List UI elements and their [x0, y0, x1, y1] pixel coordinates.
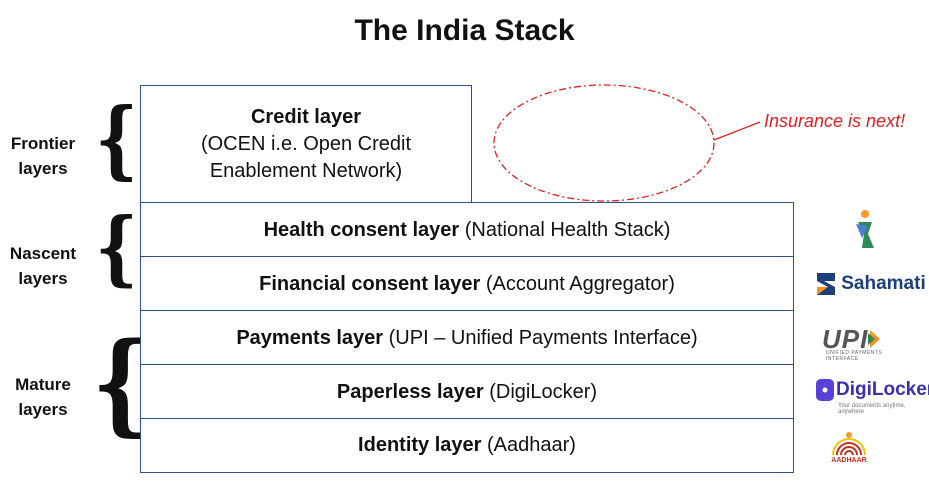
credit-layer-box: Credit layer (OCEN i.e. Open Credit Enab…	[140, 85, 472, 203]
nascent-group-label: Nascent layers	[0, 241, 88, 291]
aadhaar-logo-text: AADHAAR	[831, 456, 867, 464]
nascent-label-line1: Nascent	[9, 244, 77, 263]
financial-consent-layer-box: Financial consent layer (Account Aggrega…	[140, 256, 794, 312]
ndhm-emblem-icon	[856, 210, 874, 248]
ndhm-logo-icon	[842, 206, 888, 252]
frontier-label-line1: Frontier	[10, 134, 76, 153]
health-layer-desc: (National Health Stack)	[459, 218, 671, 241]
paperless-layer-box: Paperless layer (DigiLocker)	[140, 364, 794, 420]
insurance-annotation: Insurance is next!	[764, 111, 906, 131]
upi-logo-icon: UPI UNIFIED PAYMENTS INTERFACE	[822, 318, 896, 363]
financial-layer-desc: (Account Aggregator)	[480, 272, 675, 295]
frontier-brace-icon: {	[95, 88, 138, 189]
upi-arrow-icon	[868, 330, 881, 348]
credit-layer-desc-line1: (OCEN i.e. Open Credit	[200, 132, 412, 155]
health-consent-layer-box: Health consent layer (National Health St…	[140, 202, 794, 258]
aadhaar-logo-icon: AADHAAR	[824, 424, 874, 468]
frontier-group-label: Frontier layers	[0, 131, 88, 181]
digilocker-logo-icon: DigiLocker Your documents anytime, anywh…	[814, 375, 929, 417]
upi-logo-subtext: UNIFIED PAYMENTS INTERFACE	[826, 350, 883, 362]
digilocker-logo-subtext: Your documents anytime, anywhere	[838, 403, 906, 415]
nascent-label-line2: layers	[18, 269, 68, 288]
credit-layer-name: Credit layer	[250, 105, 362, 128]
sahamati-mark-icon	[817, 273, 836, 295]
paperless-layer-name: Paperless layer	[336, 380, 484, 403]
upi-logo-text: UPI	[822, 323, 869, 354]
callout-line	[713, 121, 761, 141]
digilocker-logo-text: DigiLocker	[836, 379, 929, 400]
aadhaar-fingerprint-icon	[832, 431, 866, 455]
payments-layer-name: Payments layer	[236, 326, 384, 349]
identity-layer-box: Identity layer (Aadhaar)	[140, 418, 794, 473]
mature-brace-icon: {	[92, 317, 149, 447]
digilocker-lock-icon	[816, 379, 834, 401]
page-title: The India Stack	[354, 14, 575, 47]
financial-layer-name: Financial consent layer	[259, 272, 481, 295]
paperless-layer-desc: (DigiLocker)	[483, 380, 598, 403]
sahamati-logo-icon: Sahamati	[814, 264, 926, 304]
payments-layer-desc: (UPI – Unified Payments Interface)	[383, 326, 698, 349]
nascent-brace-icon: {	[95, 199, 138, 296]
insurance-placeholder-ellipse	[493, 84, 715, 202]
health-layer-name: Health consent layer	[263, 218, 460, 241]
frontier-label-line2: layers	[18, 159, 68, 178]
identity-layer-desc: (Aadhaar)	[481, 434, 576, 456]
mature-group-label: Mature layers	[0, 372, 88, 422]
mature-label-line2: layers	[18, 400, 68, 419]
mature-label-line1: Mature	[15, 375, 71, 394]
sahamati-logo-text: Sahamati	[841, 273, 926, 294]
credit-layer-desc-line2: Enablement Network)	[209, 159, 403, 182]
payments-layer-box: Payments layer (UPI – Unified Payments I…	[140, 310, 794, 366]
identity-layer-name: Identity layer	[358, 434, 482, 456]
